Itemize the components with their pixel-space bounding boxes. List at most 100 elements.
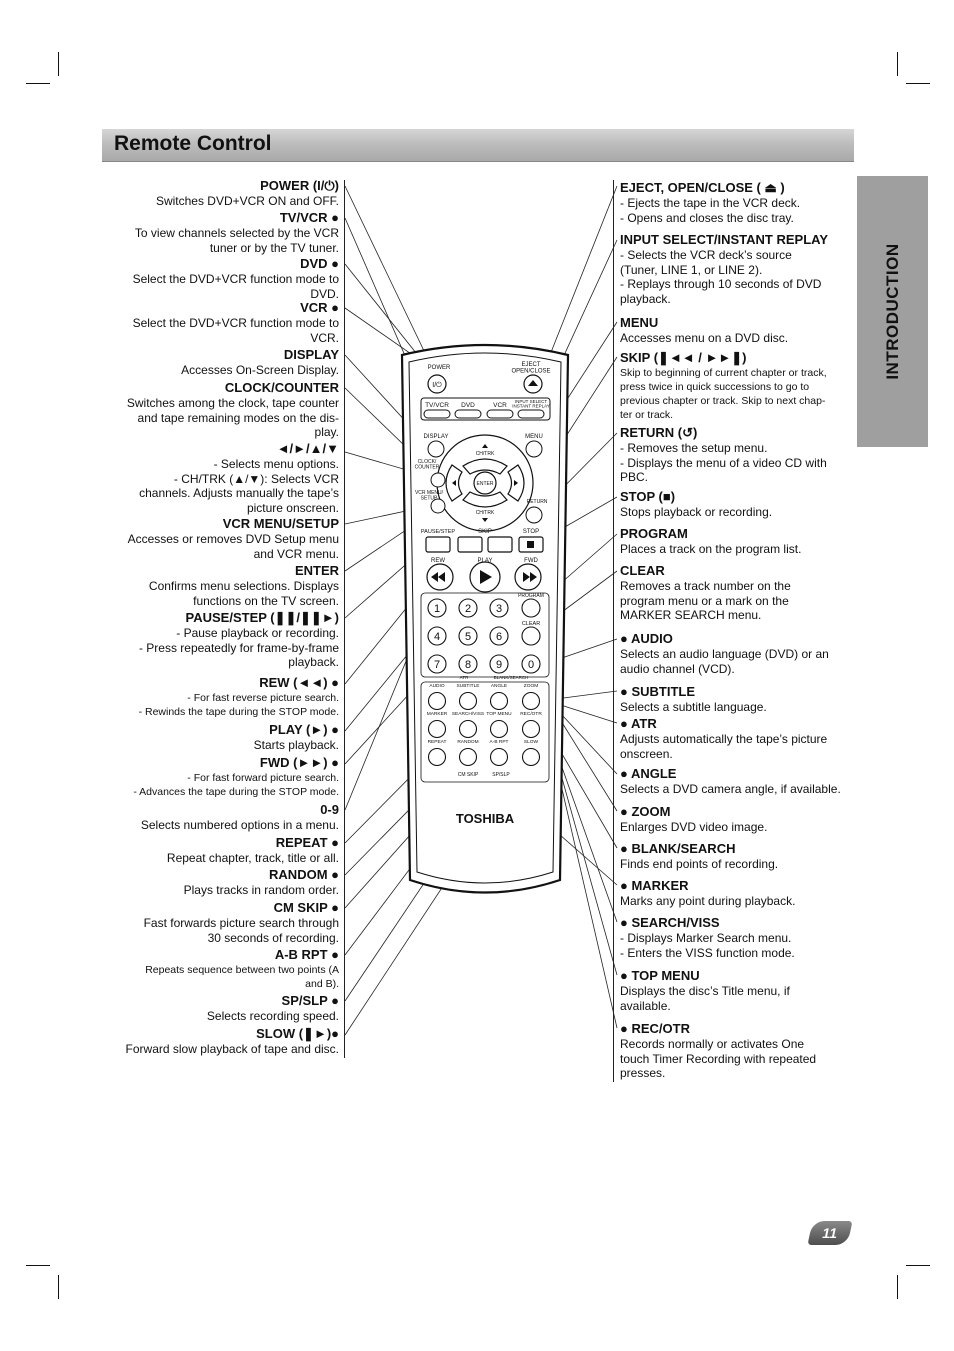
digit-button [489,654,509,674]
right-item-description: Selects a DVD camera angle, if available… [620,782,841,796]
left-item: RANDOM ●Plays tracks in random order. [103,867,339,898]
marker-label: MARKER [427,711,448,717]
right-item-heading: ● ZOOM [620,804,671,819]
right-item-description: - Ejects the tape in the VCR deck. - Ope… [620,196,801,225]
title-bar: Remote Control [102,129,854,162]
left-item-description: - Selects menu options. - CH/TRK (▲/▼): … [139,457,339,515]
left-item-heading: CLOCK/COUNTER [224,380,339,395]
angle-button [489,691,509,711]
abrpt-label: A-B RPT [490,739,509,745]
right-item-heading: ● SUBTITLE [620,684,696,699]
program-label: PROGRAM [518,593,544,599]
vcr-menu-button [430,498,446,514]
left-item-description: Starts playback. [253,738,339,752]
down-button [462,491,508,508]
pause-step-button [425,536,451,553]
right-item: SKIP (❚◄◄ / ►►❚)Skip to beginning of cur… [620,350,856,422]
right-item-description: Displays the disc’s Title menu, if avail… [620,984,790,1013]
leader-line [344,185,438,379]
marker-button [427,719,447,739]
crop-mark [906,83,930,84]
vcr-button [486,409,514,419]
searchviss-button [458,719,478,739]
right-item-heading: ● BLANK/SEARCH [620,841,736,856]
chtrk-label-top: CH/TRK [476,451,495,457]
left-item-description: Select the DVD+VCR function mode to DVD. [132,272,339,301]
atr-label: ATR [460,675,469,680]
left-item-description: To view channels selected by the VCR tun… [134,226,339,255]
zoom-button [521,691,541,711]
right-item-description: Records normally or activates One touch … [620,1037,817,1080]
left-item: ◄/►/▲/▼- Selects menu options. - CH/TRK … [103,441,339,515]
digit-label: 5 [465,631,471,643]
rew-icon [431,572,445,582]
right-item-heading: ● MARKER [620,878,689,893]
pause-step-label: PAUSE/STEP [421,529,455,535]
digit-button [521,654,541,674]
random-button [458,747,478,767]
tvvcr-button [423,409,451,419]
digit-button [458,626,478,646]
right-item: RETURN (↺)- Removes the setup menu. - Di… [620,425,856,485]
digit-label: 7 [434,659,440,671]
dvd-label: DVD [461,402,475,409]
crop-mark [906,1265,930,1266]
digit-label: 2 [465,603,471,615]
repeat-label: REPEAT [428,739,447,745]
play-label: PLAY [478,558,493,564]
up-arrow-icon [482,444,488,448]
topmenu-label: TOP MENU [486,711,512,717]
left-item-heading: PAUSE/STEP (❚❚/❚❚►) [185,610,339,625]
left-item-heading: DVD ● [300,256,339,271]
left-item-heading: REW (◄◄) ● [259,675,339,690]
left-item: FWD (►►) ●- For fast forward picture sea… [103,755,339,799]
crop-mark [26,83,50,84]
left-item-description: - For fast reverse picture search. - Rew… [138,692,339,718]
skip-forward-button [487,536,513,553]
power-label: POWER [428,365,451,371]
digit-label: 4 [434,631,440,643]
crop-mark [26,1265,50,1266]
vcr-menu-label: VCR MENU/SETUP [415,490,444,501]
left-item-heading: PLAY (►) ● [269,722,339,737]
brand-logo: TOSHIBA [456,811,515,826]
left-item: PLAY (►) ●Starts playback. [103,722,339,753]
sp-slp-label: SP/SLP [492,772,510,778]
right-item-heading: ● ANGLE [620,766,677,781]
input-select-button [517,409,545,419]
remote-inner-outline [408,352,562,884]
vcr-label: VCR [493,402,507,409]
left-item: POWER (I/⏻)Switches DVD+VCR ON and OFF. [103,178,339,209]
function-frame [420,681,550,783]
stop-label: STOP [523,529,539,535]
slow-button [521,747,541,767]
crop-mark [58,52,59,76]
left-item-description: Selects numbered options in a menu. [140,818,339,832]
play-icon [480,570,492,584]
left-item-description: Switches DVD+VCR ON and OFF. [155,194,339,208]
right-item: ● SEARCH/VISS- Displays Marker Search me… [620,915,856,960]
right-item-description: Selects an audio language (DVD) or an au… [620,647,829,676]
random-label: RANDOM [457,739,478,745]
up-button [462,458,508,475]
right-item-description: Adjusts automatically the tape’s picture… [620,732,828,761]
clock-counter-button [430,472,446,488]
right-item-heading: ● TOP MENU [620,968,700,983]
left-arrow-icon [452,480,456,486]
right-item-description: Stops playback or recording. [620,505,773,519]
searchviss-label: SEARCH/VISS [452,711,484,717]
left-item: PAUSE/STEP (❚❚/❚❚►)- Pause playback or r… [103,610,339,670]
left-item-heading: POWER (I/⏻) [260,178,339,193]
recotr-label: REC/OTR [520,711,542,717]
source-group [420,397,551,421]
leader-line [539,185,618,381]
right-item-heading: PROGRAM [620,526,688,541]
